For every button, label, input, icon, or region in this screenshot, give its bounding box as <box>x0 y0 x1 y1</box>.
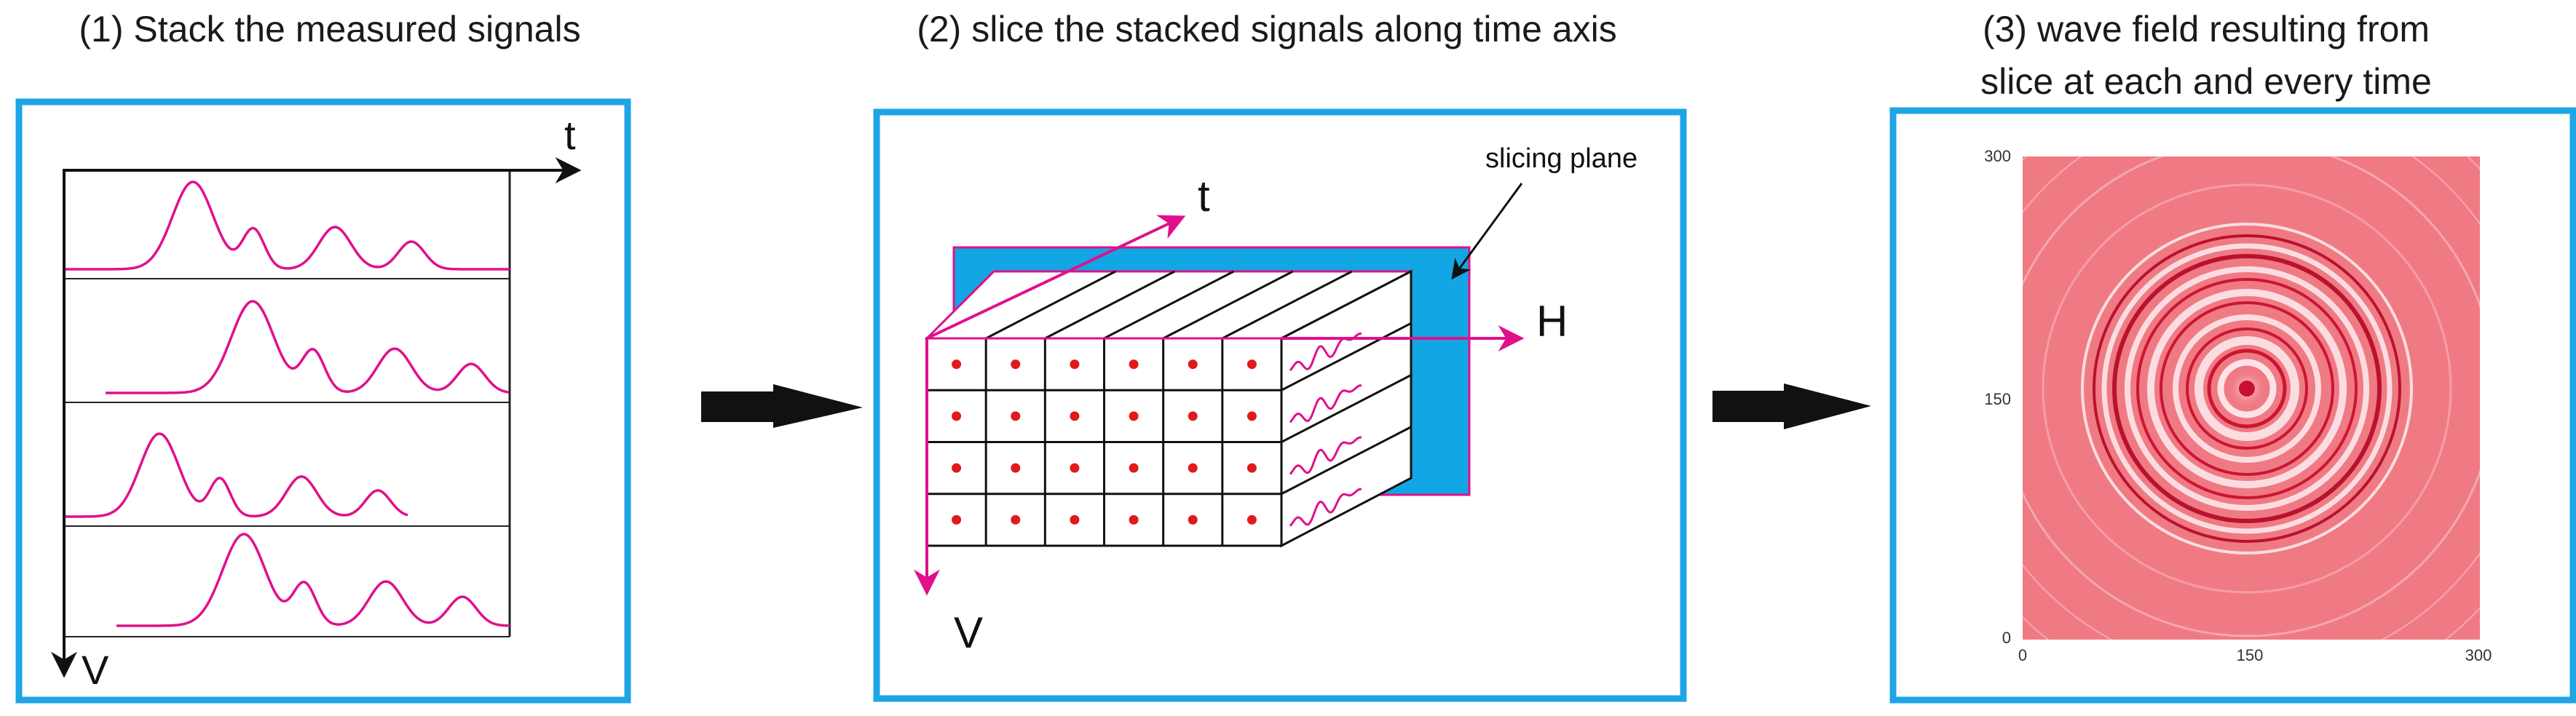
panel2-frame <box>873 108 1687 702</box>
flow-arrow-2 <box>1712 383 1871 429</box>
grid-point-dot <box>1129 463 1139 473</box>
flow-arrow-1 <box>701 384 863 428</box>
side-wave <box>1289 436 1362 475</box>
wave-ring <box>2042 183 2452 594</box>
cube-grid-line <box>1162 270 1294 340</box>
panel2-title: (2) slice the stacked signals along time… <box>917 9 1617 49</box>
wave-field-rings <box>2023 156 2480 640</box>
wave-ring <box>2217 359 2277 418</box>
grid-point-dot <box>1129 359 1139 370</box>
grid-point-dot <box>1011 514 1021 525</box>
y-tick-label: 300 <box>1984 147 2011 165</box>
cube-grid-line <box>985 270 1116 340</box>
x-tick-label: 150 <box>2237 646 2264 664</box>
wave-ring <box>2186 327 2308 450</box>
grid-point-dot <box>952 411 962 421</box>
grid-point-dot <box>1188 463 1198 473</box>
grid-point-dot <box>1246 514 1257 525</box>
grid-point-dot <box>1070 359 1080 370</box>
t-axis-label: t <box>1198 172 1210 220</box>
v-axis-label: V <box>954 608 983 657</box>
grid-point-dot <box>1070 411 1080 421</box>
panel3-title-line1: (3) wave field resulting from <box>1983 9 2430 49</box>
measured-signal-2 <box>106 300 510 394</box>
v-axis-label: V <box>82 647 109 693</box>
wave-ring <box>2147 289 2347 488</box>
cube-grid-line <box>1281 322 1412 391</box>
cube-side-grid <box>1281 322 1412 496</box>
panel3-title-line2: slice at each and every time <box>1980 61 2432 102</box>
wave-ring <box>2101 243 2393 534</box>
wave-ring <box>2093 234 2401 543</box>
wave-ring <box>2125 266 2369 511</box>
grid-point-dot <box>1011 463 1021 473</box>
grid-point-dot <box>1246 359 1257 370</box>
cube-grid-line <box>1281 426 1412 496</box>
slicing-plane-pointer <box>1451 183 1523 280</box>
measured-signal-1 <box>66 180 510 271</box>
t-axis-label: t <box>564 112 576 158</box>
panel1: t V <box>15 98 631 704</box>
panel1-frame <box>15 98 631 704</box>
measured-signal-4 <box>116 533 510 627</box>
grid-point-dot <box>952 514 962 525</box>
grid-point-dot <box>1246 463 1257 473</box>
cube-front-grid <box>927 338 1281 546</box>
panel2: t H V slicing plane <box>873 108 1687 702</box>
cube-grid-line <box>1103 270 1235 340</box>
x-tick-label: 300 <box>2465 646 2492 664</box>
wave-ring <box>2173 314 2321 463</box>
grid-point-dot <box>1070 463 1080 473</box>
wave-ring <box>2136 278 2358 499</box>
t-axis-arrow <box>926 215 1186 340</box>
grid-point-dot <box>952 463 962 473</box>
y-tick-label: 0 <box>2002 629 2011 647</box>
wave-ring <box>2023 156 2480 637</box>
wave-field-center <box>2239 381 2255 397</box>
wave-ring <box>2194 336 2299 441</box>
grid-point-dot <box>1188 514 1198 525</box>
cube-grid-line <box>1281 374 1412 443</box>
cube-grid-line <box>1222 270 1353 340</box>
grid-point-dot <box>1188 411 1198 421</box>
grid-point-dot <box>1129 514 1139 525</box>
grid-point-dot <box>1129 411 1139 421</box>
grid-point-dot <box>1011 359 1021 370</box>
grid-point-dot <box>1011 411 1021 421</box>
wave-ring <box>2207 349 2287 429</box>
grid-point-dot <box>1246 411 1257 421</box>
panel3-frame <box>1889 107 2576 704</box>
side-wave <box>1289 384 1362 423</box>
wave-ring <box>2160 301 2334 476</box>
panel1-title: (1) Stack the measured signals <box>79 9 580 49</box>
panel3: 300 150 0 0 150 300 <box>1889 107 2576 704</box>
grid-point-dot <box>952 359 962 370</box>
cube-front-dots <box>952 359 1257 525</box>
side-wave <box>1289 488 1362 527</box>
grid-point-dot <box>1188 359 1198 370</box>
h-axis-label: H <box>1536 297 1568 346</box>
grid-point-dot <box>1070 514 1080 525</box>
slicing-plane-label: slicing plane <box>1485 143 1637 174</box>
measured-signal-3 <box>66 432 408 518</box>
wave-ring <box>2112 254 2382 523</box>
x-tick-label: 0 <box>2018 646 2027 664</box>
y-tick-label: 150 <box>1984 390 2011 408</box>
wave-ring <box>2081 223 2413 554</box>
cube-grid-line <box>1044 270 1176 340</box>
